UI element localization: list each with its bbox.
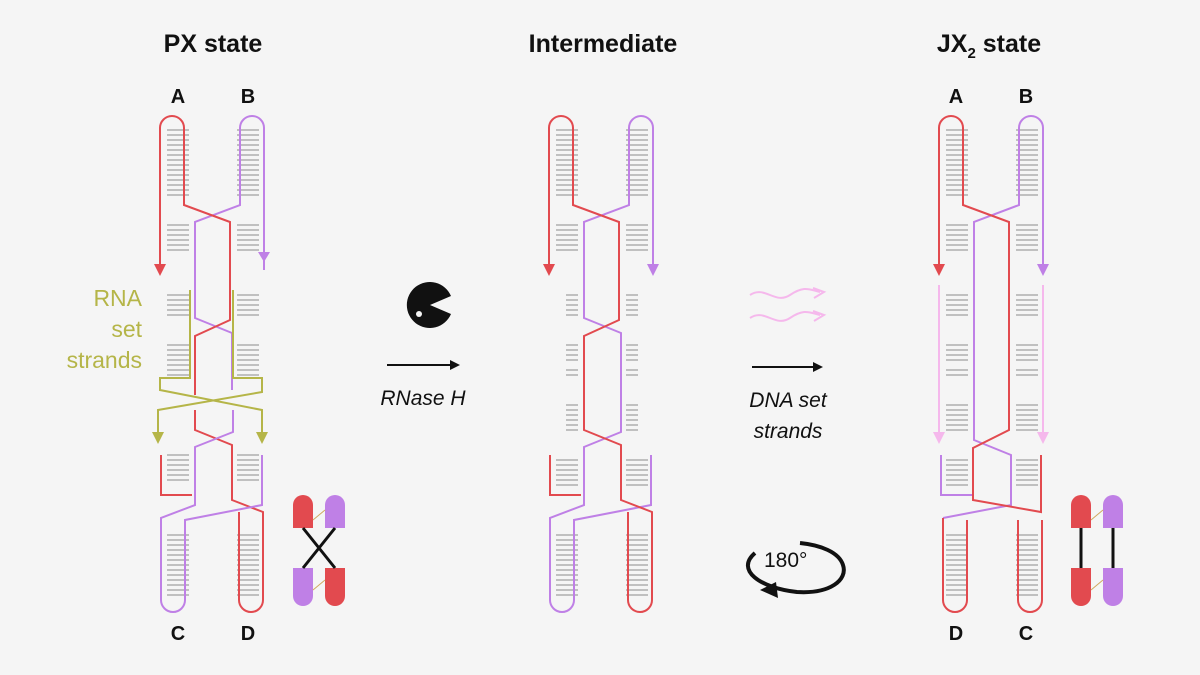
px-label-c: C bbox=[170, 623, 186, 645]
dna-set-line-2: strands bbox=[753, 420, 823, 443]
rnase-h-arrow bbox=[387, 360, 460, 370]
rnase-h-line-1: RNase H bbox=[380, 387, 466, 410]
rna-set-strands-label: RNA set strands bbox=[40, 283, 142, 376]
rotation-label: 180° bbox=[764, 549, 808, 572]
px-purple-lower bbox=[160, 410, 263, 613]
curved-arrow-rotate-icon bbox=[746, 541, 846, 598]
px-red-lower bbox=[194, 410, 264, 613]
dna-set-strands-arrow bbox=[752, 362, 823, 372]
jx2-red-strand bbox=[938, 115, 1042, 514]
px-purple-strand-top bbox=[194, 115, 265, 390]
dna-set-line-1: DNA set bbox=[749, 389, 827, 412]
jx2-title-main: JX bbox=[936, 30, 968, 58]
wavy-pink-arrows-icon bbox=[749, 287, 827, 322]
jx2-label-c: C bbox=[1018, 623, 1034, 645]
pacman-enzyme-icon bbox=[406, 281, 451, 328]
px-schematic-icon bbox=[293, 495, 345, 606]
rna-label-line-2: set bbox=[111, 316, 142, 342]
px-label-d: D bbox=[240, 623, 256, 645]
px-rna-strand-right bbox=[157, 290, 263, 440]
intermediate-title: Intermediate bbox=[528, 30, 678, 58]
intermediate-base-pairs bbox=[556, 129, 648, 596]
jx2-title-rest: state bbox=[975, 30, 1042, 58]
jx2-schematic-icon bbox=[1071, 495, 1123, 606]
px-label-a: A bbox=[170, 86, 186, 108]
jx2-state-title: JX2 state bbox=[859, 30, 1119, 62]
jx2-label-d: D bbox=[948, 623, 964, 645]
dna-set-strands-label: DNA set strands bbox=[720, 385, 856, 447]
rna-label-line-1: RNA bbox=[93, 285, 142, 311]
intermediate-structure bbox=[543, 115, 659, 613]
intermediate-purple-strand bbox=[549, 115, 654, 613]
px-rna-strand-left bbox=[159, 290, 263, 440]
px-red-strand-top bbox=[159, 115, 231, 395]
rnase-h-label: RNase H bbox=[358, 383, 488, 414]
jx2-label-a: A bbox=[948, 86, 964, 108]
rna-label-line-3: strands bbox=[66, 347, 142, 373]
jx2-label-b: B bbox=[1018, 86, 1034, 108]
px-state-structure bbox=[152, 115, 345, 613]
px-state-title: PX state bbox=[163, 30, 263, 58]
jx2-purple-strand bbox=[942, 115, 1044, 519]
jx2-state-structure bbox=[933, 115, 1123, 613]
intermediate-red-strand bbox=[548, 115, 653, 613]
jx2-title-subscript: 2 bbox=[967, 45, 976, 62]
px-label-b: B bbox=[240, 86, 256, 108]
px-base-pairs bbox=[167, 129, 259, 596]
jx2-base-pairs bbox=[946, 129, 1038, 596]
